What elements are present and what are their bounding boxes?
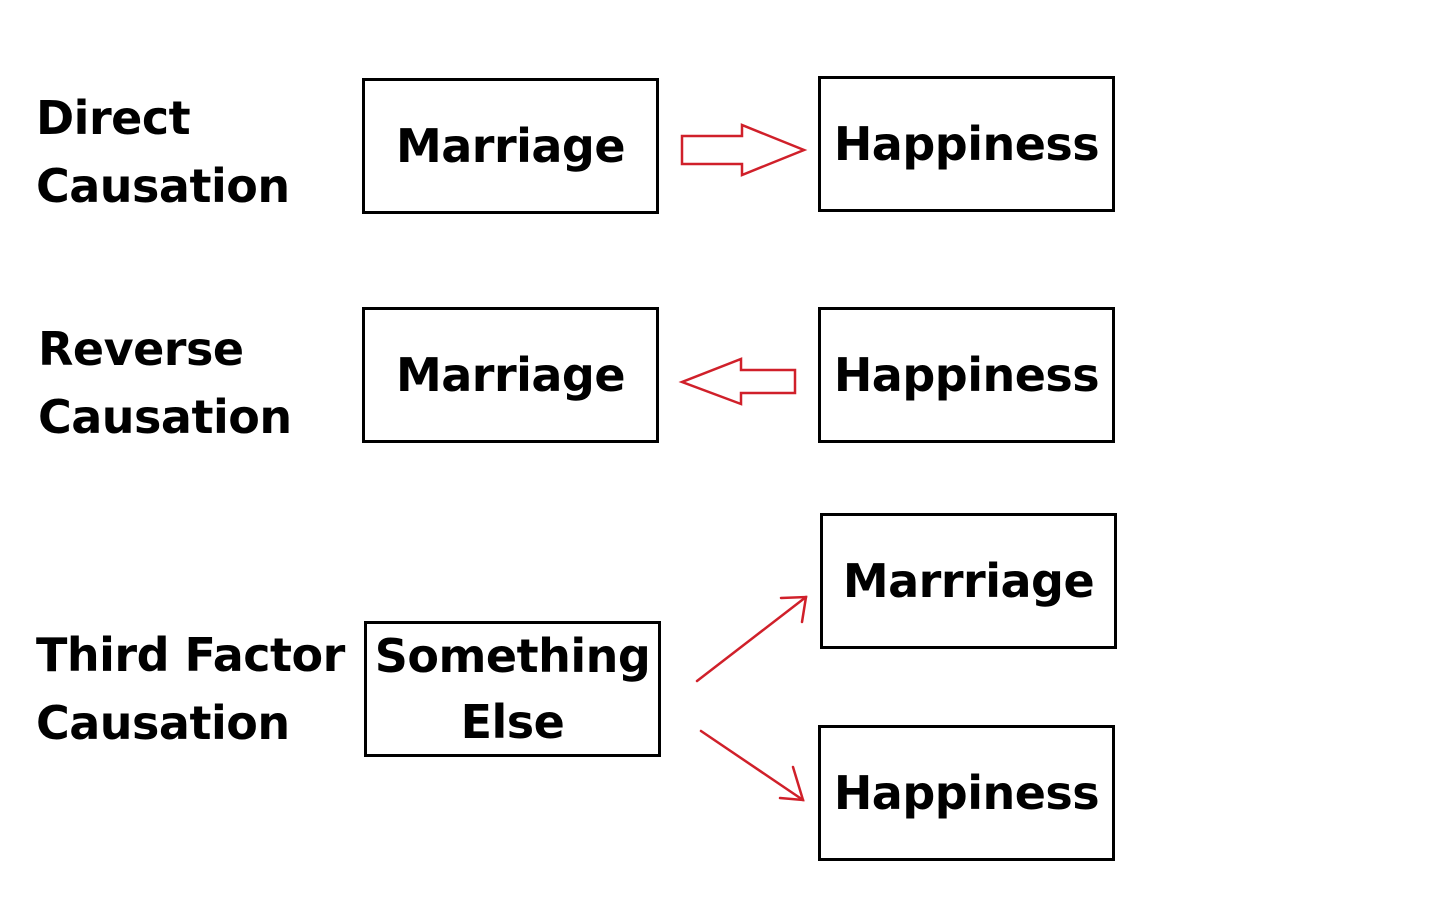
box-text: Something (374, 629, 651, 683)
box-text: Marrriage (842, 554, 1095, 608)
third-happiness-box: Happiness (818, 725, 1115, 861)
box-text: Marriage (395, 348, 626, 402)
box-text: Happiness (833, 348, 1100, 402)
third-factor-causation-label: Third Factor Causation (36, 621, 345, 757)
reverse-marriage-box: Marriage (362, 307, 659, 443)
reverse-causation-label: Reverse Causation (38, 315, 292, 451)
box-text: Happiness (833, 766, 1100, 820)
label-line: Direct (36, 91, 191, 145)
label-line: Causation (36, 696, 290, 750)
direct-marriage-box: Marriage (362, 78, 659, 214)
label-line: Third Factor (36, 628, 345, 682)
box-text: Happiness (833, 117, 1100, 171)
label-line: Causation (38, 390, 292, 444)
direct-causation-label: Direct Causation (36, 84, 290, 220)
left-block-arrow-icon (678, 357, 797, 406)
up-right-arrow-icon (695, 595, 808, 683)
something-else-box: Something Else (364, 621, 661, 757)
third-marriage-box: Marrriage (820, 513, 1117, 649)
right-block-arrow-icon (680, 123, 808, 177)
box-text: Else (460, 695, 565, 749)
reverse-happiness-box: Happiness (818, 307, 1115, 443)
direct-happiness-box: Happiness (818, 76, 1115, 212)
label-line: Causation (36, 159, 290, 213)
box-text: Marriage (395, 119, 626, 173)
down-right-arrow-icon (699, 729, 805, 802)
label-line: Reverse (38, 322, 244, 376)
